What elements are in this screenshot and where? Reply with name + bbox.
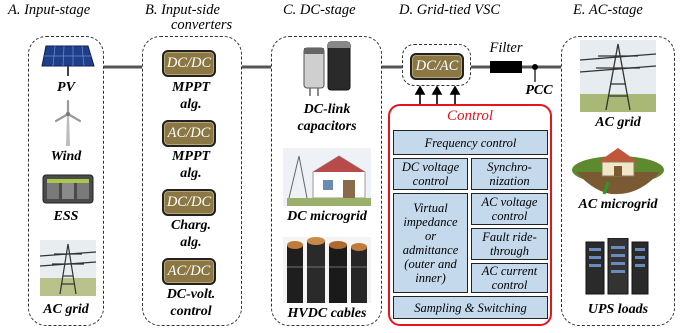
ac-grid-label: AC grid xyxy=(595,115,641,130)
dc-voltage-l1: DC voltage xyxy=(401,160,460,174)
ac-voltage-l2: control xyxy=(491,209,528,223)
filter-label: Filter xyxy=(489,40,523,56)
control-title: Control xyxy=(446,108,494,124)
virtual-l1: Virtual xyxy=(413,201,448,215)
pv-panel-icon xyxy=(41,45,95,76)
hvdc-cables-label: HVDC cables xyxy=(287,306,367,321)
dc-voltage-block: DC voltage control xyxy=(393,158,468,190)
stage-d-title: D. Grid-tied VSC xyxy=(399,2,501,18)
sync-l1: Synchro- xyxy=(487,160,532,174)
ac-voltage-block: AC voltage control xyxy=(471,193,548,225)
frequency-control-block: Frequency control xyxy=(393,130,548,155)
stage-e-title: E. AC-stage xyxy=(573,2,643,18)
pcc-label: PCC xyxy=(525,83,553,98)
dc-microgrid-icon xyxy=(283,148,371,206)
pv-label: PV xyxy=(57,80,75,95)
battery-storage-icon xyxy=(42,174,94,204)
ac-microgrid-icon xyxy=(572,148,664,195)
dcvolt-label-a: DC-volt. xyxy=(166,287,216,302)
vsc-frame xyxy=(402,44,471,86)
virtual-l6: inner) xyxy=(415,271,446,285)
dcvolt-label-b: control xyxy=(170,304,212,319)
ac-voltage-l1: AC voltage xyxy=(481,195,538,209)
dclink-label-a: DC-link xyxy=(303,102,351,117)
frequency-control-label: Frequency control xyxy=(424,135,517,150)
mppt-label-1a: MPPT xyxy=(171,80,211,95)
sampling-switching-block: Sampling & Switching xyxy=(393,296,548,319)
pcc-point xyxy=(532,64,538,70)
stage-b-title-line1: B. Input-side xyxy=(145,2,220,18)
virtual-l3: or xyxy=(424,229,437,243)
virtual-l5: (outer and xyxy=(404,257,457,271)
synchronization-block: Synchro- nization xyxy=(471,158,548,190)
capacitors-icon xyxy=(303,41,351,96)
ess-label: ESS xyxy=(53,209,79,224)
ups-loads-label: UPS loads xyxy=(587,302,649,317)
filter-block xyxy=(490,61,522,73)
converter-acdc-wind: AC/DC xyxy=(162,120,216,147)
stage-a-title: A. Input-stage xyxy=(8,2,91,18)
charg-label-a: Charg. xyxy=(170,218,212,233)
virtual-impedance-block: Virtual impedance or admittance (outer a… xyxy=(393,193,468,293)
ac-grid-tower-icon xyxy=(580,40,656,112)
virtual-l4: admittance xyxy=(402,243,459,257)
dc-microgrid-label: DC microgrid xyxy=(287,209,367,224)
converter-acdc-grid: AC/DC xyxy=(162,258,216,285)
hvdc-cables-icon xyxy=(283,237,371,303)
stage-e-frame xyxy=(561,36,675,326)
ac-grid-input-label: AC grid xyxy=(43,302,89,317)
ac-current-l2: control xyxy=(491,278,528,292)
sampling-label: Sampling & Switching xyxy=(414,300,527,315)
charg-label-b: alg. xyxy=(180,235,202,250)
dc-voltage-l2: control xyxy=(412,174,449,188)
sync-l2: nization xyxy=(489,174,530,188)
stage-b-title-line2: converters xyxy=(171,17,233,33)
virtual-l2: impedance xyxy=(403,215,458,229)
stage-c-title: C. DC-stage xyxy=(283,2,356,18)
mppt-label-1b: alg. xyxy=(180,97,202,112)
wind-turbine-icon xyxy=(54,100,82,146)
ac-microgrid-label: AC microgrid xyxy=(578,197,658,212)
stage-c-frame xyxy=(271,36,382,326)
mppt-label-2b: alg. xyxy=(180,166,202,181)
converter-dcac-vsc: DC/AC xyxy=(410,53,464,80)
ac-current-block: AC current control xyxy=(471,263,548,293)
fault-ride-through-block: Fault ride- through xyxy=(471,228,548,260)
wind-label: Wind xyxy=(50,149,82,164)
stage-b-frame xyxy=(142,36,242,326)
stage-a-frame xyxy=(28,36,104,326)
fault-l1: Fault ride- xyxy=(482,230,537,244)
mppt-label-2a: MPPT xyxy=(171,149,211,164)
ac-current-l1: AC current xyxy=(481,264,538,278)
ups-servers-icon xyxy=(585,238,649,295)
converter-dcdc-ess: DC/DC xyxy=(162,189,216,216)
dclink-label-b: capacitors xyxy=(297,119,357,134)
transmission-tower-icon xyxy=(40,240,96,296)
converter-dcdc-pv: DC/DC xyxy=(162,50,216,77)
fault-l2: through xyxy=(489,244,530,258)
